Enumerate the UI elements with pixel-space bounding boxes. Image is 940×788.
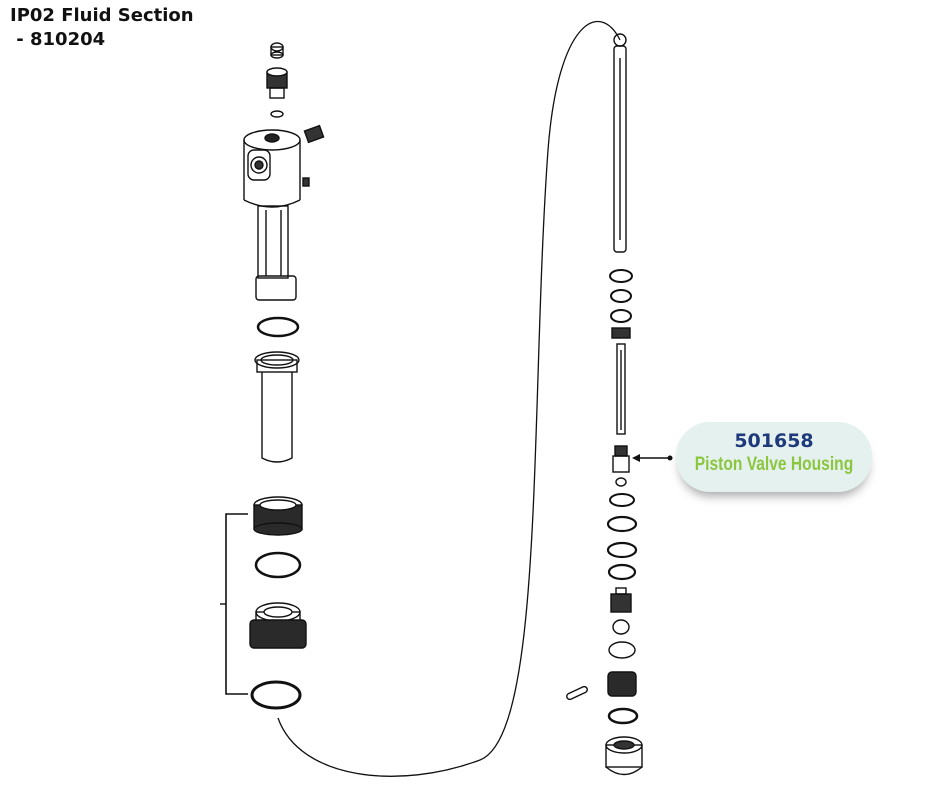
seal-1 (609, 269, 633, 283)
ball (615, 477, 627, 487)
left-assembly (220, 42, 325, 710)
small-pin (302, 177, 310, 187)
small-washer (270, 110, 284, 118)
seal-8 (607, 563, 637, 581)
diagram-title: IP02 Fluid Section - 810204 (10, 4, 194, 52)
o-ring-2 (254, 551, 302, 579)
set-screw (303, 124, 325, 144)
seal-4 (611, 327, 631, 339)
o-ring-small (612, 619, 630, 635)
right-assembly (566, 33, 643, 776)
piston-valve-housing (612, 445, 630, 473)
washer-small (608, 641, 636, 659)
cylinder-sleeve (254, 351, 300, 463)
packing-nut (253, 496, 303, 536)
title-line-2: - 810204 (10, 29, 106, 50)
part-description: Piston Valve Housing (694, 454, 854, 475)
valve-seat (610, 587, 632, 613)
seal-2 (610, 289, 632, 303)
part-number: 501658 (734, 430, 814, 452)
seal-3 (610, 309, 632, 323)
assembly-connector-curve (277, 21, 621, 777)
title-line-1: IP02 Fluid Section (10, 5, 194, 26)
callout-leader (632, 454, 673, 462)
o-ring-1 (256, 316, 300, 338)
fitting (266, 67, 288, 99)
foot-valve (605, 736, 643, 776)
spacer-rod (616, 343, 626, 435)
intake-cage (607, 671, 637, 697)
o-ring-3 (250, 680, 302, 710)
group-bracket (225, 513, 248, 695)
pin (566, 685, 588, 701)
piston-rod (613, 33, 627, 253)
seal-5 (609, 493, 635, 507)
seal-6 (606, 515, 638, 533)
intake-valve (249, 602, 307, 649)
seal-7 (606, 541, 638, 559)
part-callout-bubble: 501658 Piston Valve Housing (676, 422, 872, 492)
pump-housing (243, 129, 301, 301)
small-nut (270, 42, 284, 59)
retainer-ring (607, 707, 639, 725)
